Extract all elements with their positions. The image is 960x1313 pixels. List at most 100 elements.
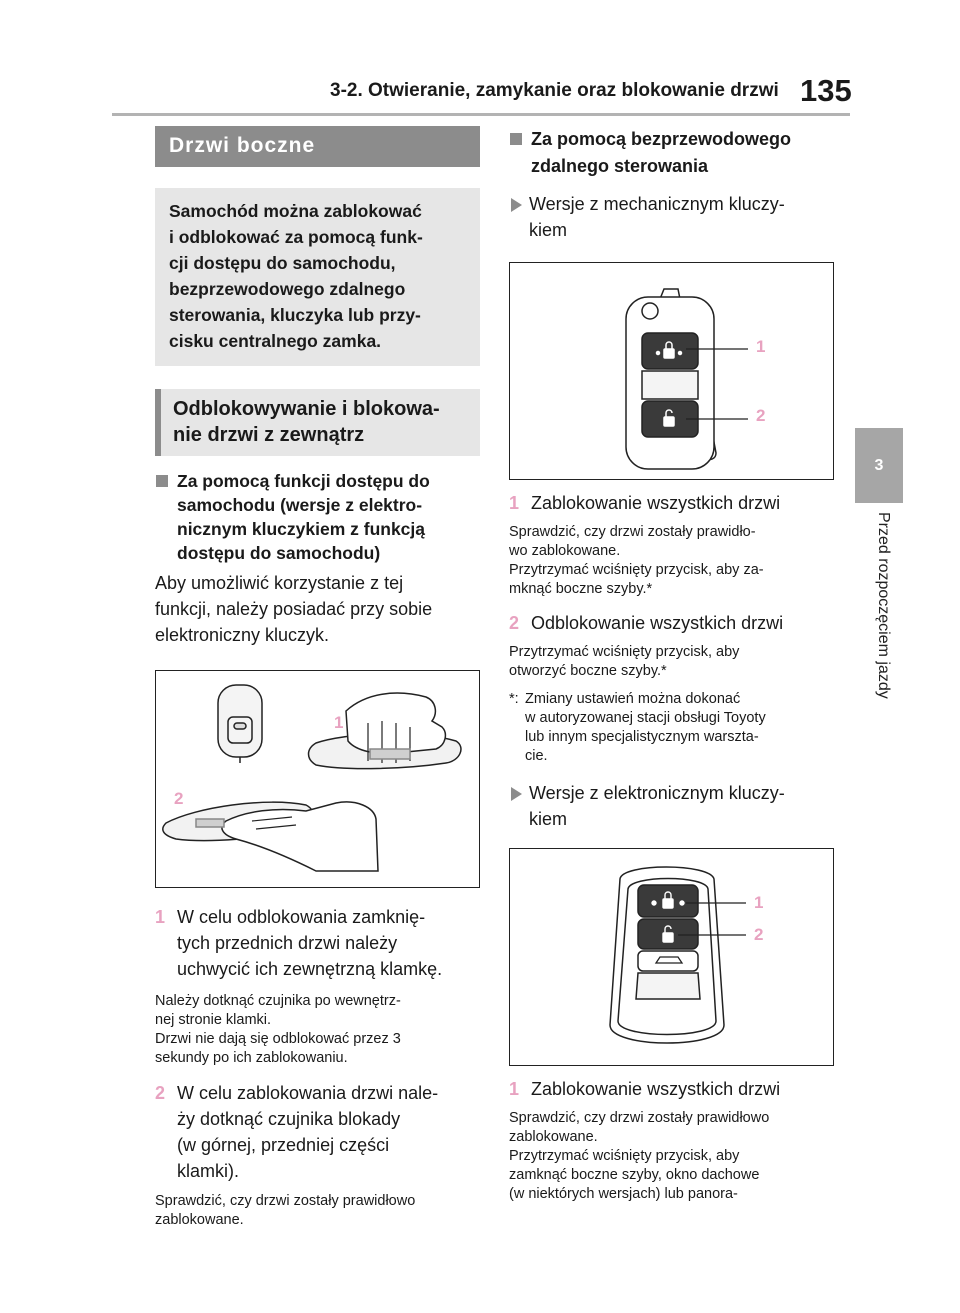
callout-1: 1 [754,893,764,912]
smart-entry-description: Aby umożliwić korzystanie z tej funkcji,… [155,570,480,648]
door-handle-illustration: 1 2 [155,670,480,888]
step-number: 2 [509,613,520,633]
step-number: 1 [509,493,520,513]
square-bullet-icon [510,133,522,145]
section-heading: Drzwi boczne [155,126,480,167]
heading-line: zdalnego sterowania [531,156,709,176]
heading-line: Wersje z mechanicznym kluczy- [529,194,785,214]
section-title: 3-2. Otwieranie, zamykanie oraz blokowan… [330,80,779,101]
step-line: Zablokowanie wszystkich drzwi [531,1079,781,1099]
callout-1: 1 [334,713,344,732]
step-2-notes: Sprawdzić, czy drzwi zostały prawidłowo … [155,1192,480,1230]
chapter-number: 3 [874,456,884,474]
heading-line: kiem [529,809,568,829]
footnote-line: cie. [525,748,548,764]
callout-2: 2 [756,406,766,425]
step-2: 2 W celu zablokowania drzwi nale- ży dot… [155,1080,480,1184]
page-number: 135 [800,73,852,108]
body-line: Aby umożliwić korzystanie z tej [155,573,404,593]
note-line: Przytrzymać wciśnięty przycisk, aby [509,1148,740,1164]
intro-line: bezprzewodowego zdalnego [169,279,406,299]
step-number: 1 [155,907,166,927]
callout-1: 1 [756,337,766,356]
body-line: funkcji, należy posiadać przy sobie [155,599,433,619]
step-line: (w górnej, przedniej części [177,1135,390,1155]
intro-line: cisku centralnego zamka. [169,331,382,351]
step-line: W celu odblokowania zamknię- [177,907,426,927]
note-line: Drzwi nie dają się odblokować przez 3 [155,1031,401,1047]
step-line: Odblokowanie wszystkich drzwi [531,613,784,633]
lock-step: 1 Zablokowanie wszystkich drzwi [509,490,834,516]
subsection-heading-line: Odblokowywanie i blokowa- [173,398,440,420]
intro-line: i odblokować za pomocą funk- [169,227,423,247]
heading-line: Za pomocą bezprzewodowego [531,129,792,149]
intro-line: sterowania, kluczyka lub przy- [169,305,421,325]
note-line: otworzyć boczne szyby.* [509,663,667,679]
note-line: sekundy po ich zablokowaniu. [155,1050,348,1066]
intro-line: cji dostępu do samochodu, [169,253,396,273]
mechanical-key-heading: Wersje z mechanicznym kluczy- kiem [509,191,834,243]
heading-line: Za pomocą funkcji dostępu do [177,471,430,491]
step-number: 1 [509,1079,520,1099]
note-line: nej stronie klamki. [155,1012,272,1028]
footnote-line: Zmiany ustawień można dokonać [525,691,741,707]
callout-2: 2 [174,789,184,808]
heading-line: samochodu (wersje z elektro- [177,495,423,515]
remote-lock-step-notes: Sprawdzić, czy drzwi zostały prawidłowo … [509,1109,834,1204]
note-line: (w niektórych wersjach) lub panora- [509,1186,738,1202]
unlock-step: 2 Odblokowanie wszystkich drzwi [509,610,834,636]
electronic-key-heading: Wersje z elektronicznym kluczy- kiem [509,780,834,832]
square-bullet-icon [156,475,168,487]
note-line: wo zablokowane. [509,543,621,559]
note-line: zamknąć boczne szyby, okno dachowe [509,1167,760,1183]
note-line: zablokowane. [509,1129,598,1145]
arrow-bullet-icon [511,198,522,212]
right-column: Za pomocą bezprzewodowego zdalnego stero… [509,126,834,1204]
step-1-notes: Należy dotknąć czujnika po wewnętrz- nej… [155,992,480,1068]
step-1: 1 W celu odblokowania zamknię- tych prze… [155,904,480,982]
heading-line: kiem [529,220,568,240]
heading-line: Wersje z elektronicznym kluczy- [529,783,785,803]
body-line: elektroniczny kluczyk. [155,625,330,645]
note-line: mknąć boczne szyby.* [509,581,653,597]
note-line: Sprawdzić, czy drzwi zostały prawidło- [509,524,756,540]
door-handle-drawing [162,684,462,872]
electronic-key-illustration: 1 2 [509,848,834,1066]
chapter-label: Przed rozpoczęciem jazdy [875,512,892,699]
mechanical-key-drawing [625,288,748,470]
step-line: tych przednich drzwi należy [177,933,398,953]
electronic-key-drawing [609,866,746,1044]
heading-line: nicznym kluczykiem z funkcją [177,519,426,539]
subsection-heading-line: nie drzwi z zewnątrz [173,424,365,446]
remote-lock-step: 1 Zablokowanie wszystkich drzwi [509,1076,834,1102]
unlock-step-notes: Przytrzymać wciśnięty przycisk, aby otwo… [509,643,834,681]
header-divider [112,113,850,116]
note-line: Sprawdzić, czy drzwi zostały prawidłowo [509,1110,770,1126]
note-line: Przytrzymać wciśnięty przycisk, aby za- [509,562,764,578]
footnote-line: lub innym specjalistycznym warszta- [525,729,759,745]
note-line: Sprawdzić, czy drzwi zostały prawidłowo [155,1193,416,1209]
lock-step-notes: Sprawdzić, czy drzwi zostały prawidło- w… [509,523,834,599]
step-line: Zablokowanie wszystkich drzwi [531,493,781,513]
footnote: *: Zmiany ustawień można dokonać w autor… [509,690,834,766]
chapter-tab: 3 [855,428,903,503]
intro-box: Samochód można zablokować i odblokować z… [155,188,480,366]
heading-line: dostępu do samochodu) [177,543,381,563]
intro-line: Samochód można zablokować [169,201,422,221]
step-line: uchwycić ich zewnętrzną klamkę. [177,959,443,979]
footnote-mark: *: [509,691,519,707]
step-number: 2 [155,1083,166,1103]
left-column: Drzwi boczne Samochód można zablokować i… [155,126,480,1230]
smart-entry-heading: Za pomocą funkcji dostępu do samochodu (… [155,469,480,565]
subsection-heading: Odblokowywanie i blokowa- nie drzwi z ze… [155,389,480,456]
step-line: W celu zablokowania drzwi nale- [177,1083,439,1103]
note-line: Należy dotknąć czujnika po wewnętrz- [155,993,401,1009]
note-line: Przytrzymać wciśnięty przycisk, aby [509,644,740,660]
step-line: ży dotknąć czujnika blokady [177,1109,401,1129]
note-line: zablokowane. [155,1212,244,1228]
step-line: klamki). [177,1161,239,1181]
mechanical-key-illustration: 1 2 [509,262,834,480]
callout-2: 2 [754,925,764,944]
footnote-line: w autoryzowanej stacji obsługi Toyoty [525,710,766,726]
arrow-bullet-icon [511,787,522,801]
